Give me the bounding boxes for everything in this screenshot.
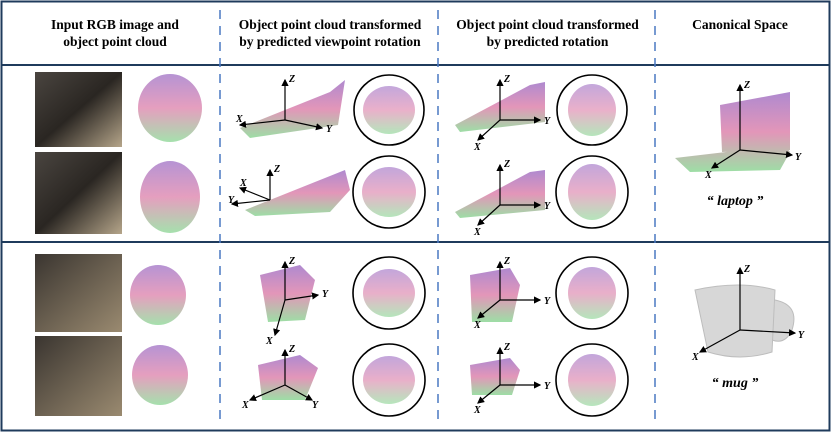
mug-viewpoint-cloud-1 bbox=[260, 265, 315, 322]
header-input-column: Input RGB image and object point cloud bbox=[20, 16, 210, 50]
axis-x-label: X bbox=[691, 352, 699, 363]
axis-y-label: Y bbox=[312, 400, 319, 411]
axis-x-label: X bbox=[473, 142, 481, 153]
column-separators bbox=[219, 10, 656, 425]
axis-triads bbox=[230, 78, 797, 404]
axis-z-label: Z bbox=[743, 80, 750, 91]
axis-x-label: X bbox=[239, 178, 247, 189]
axis-x-label: X bbox=[473, 320, 481, 331]
axis-z-label: Z bbox=[288, 344, 295, 355]
axis-letters: Z X Y Z X Y Z X Y Z X Y Z X Y Z X Y Z X … bbox=[228, 74, 805, 416]
header-viewpoint-line1: Object point cloud transformed bbox=[238, 17, 422, 32]
circle-insets bbox=[352, 74, 629, 417]
header-viewpoint-line2: by predicted viewpoint rotation bbox=[239, 34, 421, 49]
mug-viewpoint-cloud-2 bbox=[258, 355, 318, 400]
axis-z-label: Z bbox=[273, 164, 280, 175]
axis-z-label: Z bbox=[288, 256, 295, 267]
header-canonical-column: Canonical Space bbox=[660, 16, 820, 33]
axis-x-label: X bbox=[241, 400, 249, 411]
axis-y-label: Y bbox=[544, 381, 551, 392]
mug-rotation-cloud-2 bbox=[470, 358, 520, 395]
laptop-input-cloud-1 bbox=[138, 74, 202, 142]
mug-input-cloud-2 bbox=[132, 345, 188, 405]
header-canonical-line1: Canonical Space bbox=[692, 17, 788, 32]
mug-rotation-cloud-1 bbox=[470, 268, 520, 322]
canonical-laptop-cloud bbox=[675, 92, 790, 172]
mug-photo-1 bbox=[35, 254, 122, 332]
axis-y-label: Y bbox=[544, 296, 551, 307]
axis-y-label: Y bbox=[326, 124, 333, 135]
axis-y-label: Y bbox=[544, 201, 551, 212]
laptop-viewpoint-cloud-2 bbox=[245, 170, 350, 216]
axis-y-label: Y bbox=[795, 152, 802, 163]
axis-x-label: X bbox=[704, 170, 712, 181]
axis-y-label: Y bbox=[228, 195, 235, 206]
axis-x-label: X bbox=[473, 227, 481, 238]
header-input-line1: Input RGB image and bbox=[51, 17, 179, 32]
header-rotation-line2: by predicted rotation bbox=[486, 34, 609, 49]
axis-x-label: X bbox=[473, 405, 481, 416]
laptop-photo-1 bbox=[35, 72, 122, 147]
header-rotation-line1: Object point cloud transformed bbox=[456, 17, 639, 32]
laptop-input-cloud-2 bbox=[140, 161, 200, 233]
axis-x-label: X bbox=[265, 336, 273, 347]
axis-z-label: Z bbox=[503, 74, 510, 85]
mug-input-cloud-1 bbox=[130, 265, 186, 325]
axis-z-label: Z bbox=[288, 74, 295, 85]
axis-z-label: Z bbox=[503, 159, 510, 170]
circle-inset-clouds bbox=[362, 84, 616, 406]
axis-y-label: Y bbox=[544, 116, 551, 127]
header-rotation-column: Object point cloud transformed by predic… bbox=[440, 16, 655, 50]
category-label-mug: “ mug ” bbox=[711, 376, 759, 391]
category-label-laptop: “ laptop ” bbox=[706, 194, 764, 209]
axis-z-label: Z bbox=[743, 264, 750, 275]
laptop-photo-2 bbox=[35, 152, 122, 234]
header-input-line2: object point cloud bbox=[63, 34, 167, 49]
axis-y-label: Y bbox=[322, 289, 329, 300]
axis-z-label: Z bbox=[503, 342, 510, 353]
axis-z-label: Z bbox=[503, 256, 510, 267]
mug-photo-2 bbox=[35, 336, 122, 416]
axis-x-label: X bbox=[235, 114, 243, 125]
axis-y-label: Y bbox=[798, 330, 805, 341]
header-viewpoint-column: Object point cloud transformed by predic… bbox=[222, 16, 438, 50]
